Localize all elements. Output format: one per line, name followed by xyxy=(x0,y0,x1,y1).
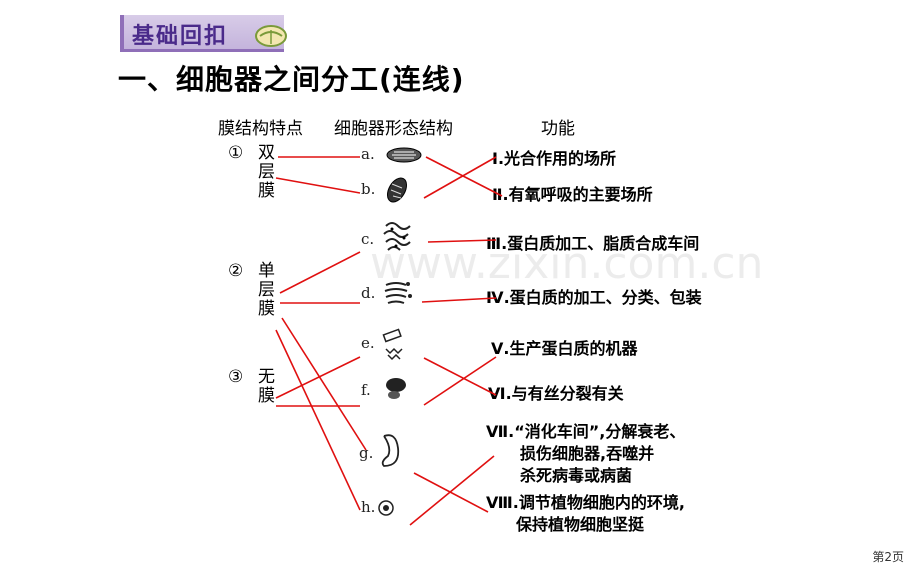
organelle-label-d: d. xyxy=(361,284,376,302)
organelle-label-c: c. xyxy=(361,230,375,248)
group-number: ③ xyxy=(228,367,244,387)
chloroplast-icon xyxy=(386,147,422,163)
centriole-icon xyxy=(382,328,403,361)
organelle-label-g: g. xyxy=(359,444,374,462)
function-7: Ⅶ.“消化车间”,分解衰老、 损伤细胞器,吞噬并 杀死病毒或病菌 xyxy=(486,421,685,487)
col-header-function: 功能 xyxy=(541,119,575,139)
page-number: 第2页 xyxy=(872,550,904,564)
book-icon xyxy=(255,25,287,47)
group-number: ① xyxy=(228,143,244,163)
organelle-label-b: b. xyxy=(361,180,376,198)
organelle-label-e: e. xyxy=(361,334,375,352)
line-d-IV xyxy=(421,297,497,303)
group-text: 无膜 xyxy=(258,367,275,406)
group-text: 单层膜 xyxy=(258,261,275,319)
function-8-line1: Ⅷ.调节植物细胞内的环境, xyxy=(486,493,685,512)
function-7-line2: 损伤细胞器,吞噬并 xyxy=(520,444,655,463)
watermark: www.zixin.com.cn xyxy=(370,238,764,289)
line-single-h xyxy=(275,329,361,511)
golgi-apparatus-icon xyxy=(384,282,412,304)
line-g-VII xyxy=(413,472,489,513)
line-h-VIII xyxy=(409,455,495,526)
line-single-c xyxy=(279,251,361,294)
line-f-V xyxy=(423,356,497,406)
function-7-line3: 杀死病毒或病菌 xyxy=(520,466,633,485)
function-1: Ⅰ.光合作用的场所 xyxy=(492,149,617,168)
badge-label: 基础回扣 xyxy=(132,24,229,49)
organelle-label-a: a. xyxy=(361,145,375,163)
endoplasmic-reticulum-icon xyxy=(383,222,411,251)
line-single-g xyxy=(281,317,367,451)
function-5: Ⅴ.生产蛋白质的机器 xyxy=(491,339,638,358)
line-c-III xyxy=(427,239,497,243)
function-8-line2: 保持植物细胞坚挺 xyxy=(516,515,645,534)
function-8: Ⅷ.调节植物细胞内的环境, 保持植物细胞坚挺 xyxy=(486,492,685,536)
function-2: Ⅱ.有氧呼吸的主要场所 xyxy=(492,185,653,204)
ribosome-icon xyxy=(386,378,406,399)
function-7-line1: Ⅶ.“消化车间”,分解衰老、 xyxy=(486,422,686,441)
mitochondrion-icon xyxy=(387,177,407,203)
line-a-I xyxy=(425,156,503,197)
organelle-label-f: f. xyxy=(361,381,371,399)
organelle-label-h: h. xyxy=(361,498,376,516)
function-6: Ⅵ.与有丝分裂有关 xyxy=(488,384,624,403)
vacuole-icon xyxy=(378,500,394,516)
line-b-II xyxy=(423,156,497,199)
lysosome-icon xyxy=(381,434,400,467)
group-number: ② xyxy=(228,261,244,281)
group-text: 双层膜 xyxy=(258,143,275,201)
col-header-structure: 膜结构特点 xyxy=(218,119,303,139)
col-header-morphology: 细胞器形态结构 xyxy=(334,119,453,139)
line-e-VI xyxy=(423,357,497,396)
line-double-b xyxy=(275,177,361,194)
function-3: Ⅲ.蛋白质加工、脂质合成车间 xyxy=(486,234,700,253)
line-none-e xyxy=(275,356,361,399)
page-title: 一、细胞器之间分工(连线) xyxy=(118,63,465,96)
function-4: Ⅳ.蛋白质的加工、分类、包装 xyxy=(486,288,702,307)
